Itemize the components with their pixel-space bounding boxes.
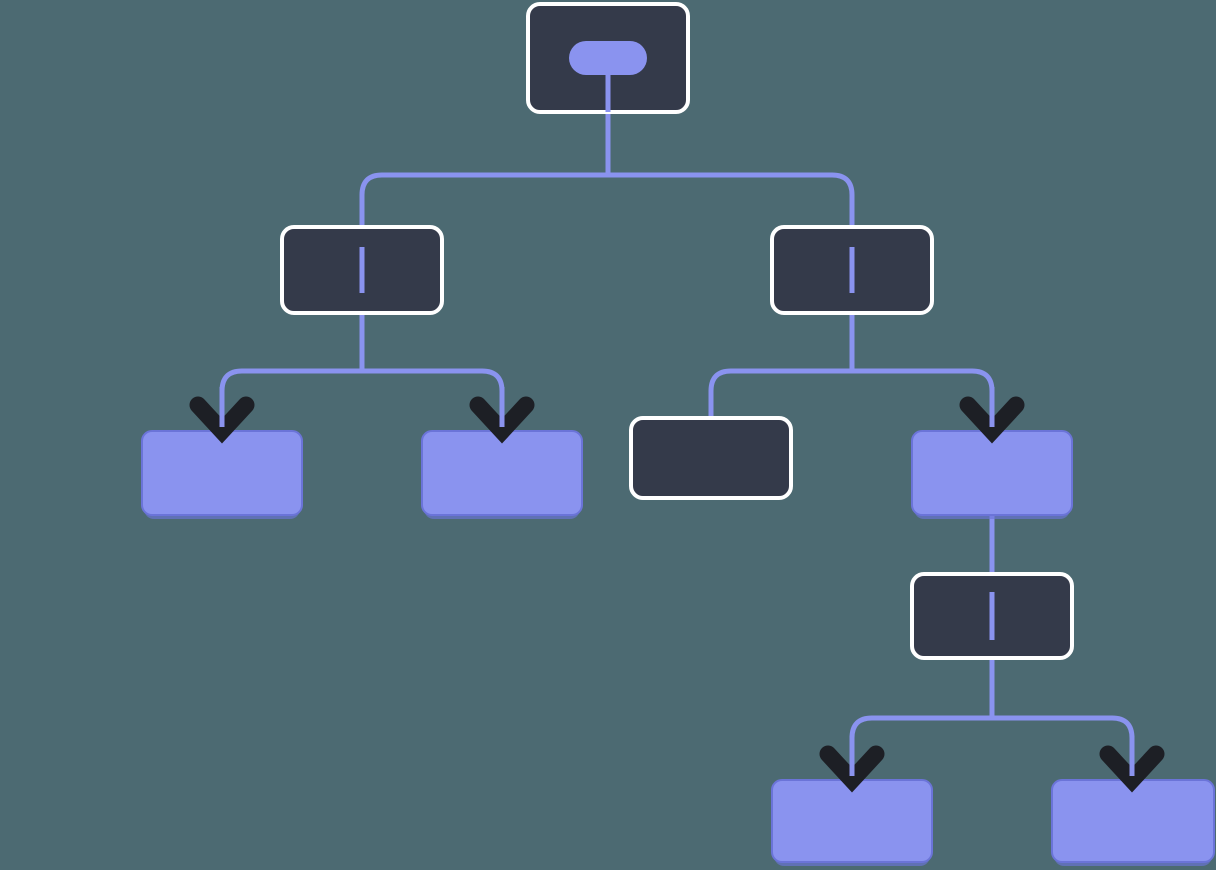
edge-root-to-branch-right: [608, 172, 855, 227]
arrowhead-leaf-4-chevron: [819, 745, 885, 793]
branch-node-left[interactable]: [280, 225, 444, 315]
arrowhead-leaf-1-chevron: [189, 396, 255, 444]
leaf-node-3[interactable]: [911, 430, 1073, 519]
arrowhead-leaf-2-icon: [469, 387, 535, 444]
branch-node-lower[interactable]: [910, 572, 1074, 660]
leaf-node-4[interactable]: [771, 779, 933, 866]
leaf-node-2[interactable]: [421, 430, 583, 519]
edge-branch-right-to-terminal: [708, 368, 852, 418]
arrowheads-layer: [189, 387, 1165, 793]
arrowhead-leaf-5-chevron: [1099, 745, 1165, 793]
leaf-node-5-body[interactable]: [1051, 779, 1215, 863]
arrowhead-leaf-3-chevron: [959, 396, 1025, 444]
terminal-node-body[interactable]: [629, 416, 793, 500]
arrowhead-leaf-5-icon: [1099, 736, 1165, 793]
arrowhead-leaf-4-icon: [819, 736, 885, 793]
root-node-pill-icon: [569, 41, 647, 75]
leaf-node-2-body[interactable]: [421, 430, 583, 516]
terminal-node[interactable]: [629, 416, 793, 500]
root-node[interactable]: [526, 2, 690, 114]
leaf-node-1-body[interactable]: [141, 430, 303, 516]
leaf-node-3-body[interactable]: [911, 430, 1073, 516]
arrowhead-leaf-2-chevron: [469, 396, 535, 444]
arrowhead-leaf-1-icon: [189, 387, 255, 444]
arrowhead-leaf-3-icon: [959, 387, 1025, 444]
leaf-node-5[interactable]: [1051, 779, 1215, 866]
leaf-node-1[interactable]: [141, 430, 303, 519]
nodes-layer: [141, 2, 1215, 866]
branch-node-right[interactable]: [770, 225, 934, 315]
edge-root-to-branch-left: [359, 172, 608, 227]
